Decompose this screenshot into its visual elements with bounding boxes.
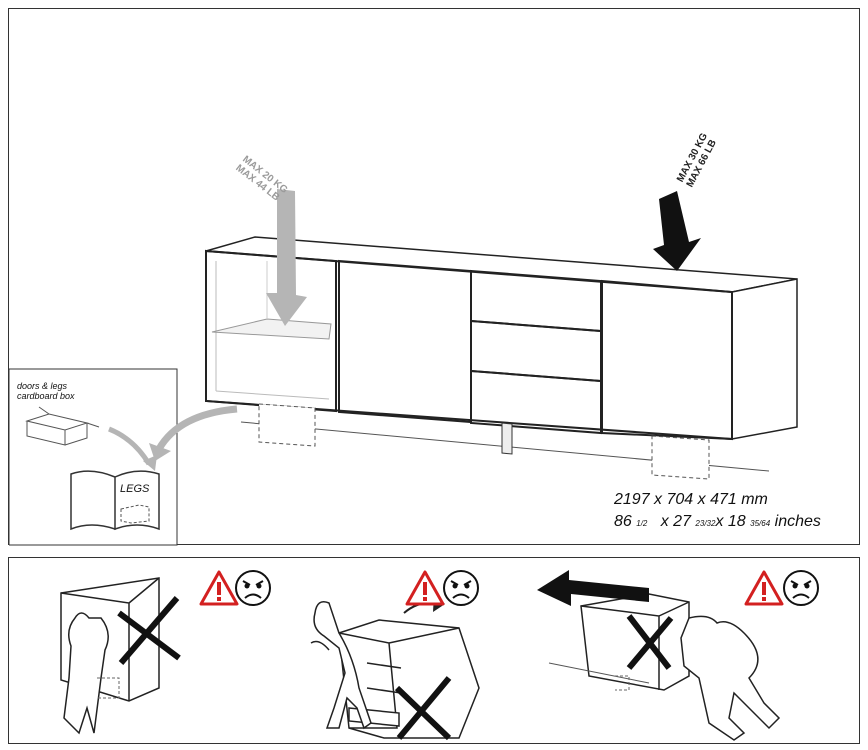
warning-triangle-icon — [199, 570, 239, 606]
box-label: doors & legs cardboard box — [17, 381, 75, 401]
angry-face-icon — [443, 570, 479, 606]
door-panel-right — [601, 279, 733, 441]
dimensions-mm: 2197 x 704 x 471 mm — [614, 491, 768, 508]
load-arrow-right-icon — [653, 191, 701, 271]
warning-scene-2 — [310, 570, 480, 741]
cardboard-box-icon — [25, 406, 100, 446]
legs-label: LEGS — [120, 483, 150, 495]
dimensions-inches: 86 1/2 x 27 23/32x 18 35/64 inches — [614, 513, 821, 530]
leg-left — [258, 403, 316, 447]
leg-middle — [501, 422, 513, 455]
angry-face-icon — [783, 570, 819, 606]
warning-triangle-icon — [744, 570, 784, 606]
load-arrow-left-icon — [266, 189, 307, 326]
assembly-overview-panel: MAX 20 KG MAX 44 LB MAX 30 KG MAX 66 LB … — [8, 8, 860, 546]
warning-scene-3 — [537, 570, 819, 741]
manual-book-icon — [70, 470, 160, 531]
angry-face-icon — [235, 570, 271, 606]
warning-triangle-icon — [405, 570, 445, 606]
sideboard-illustration — [9, 189, 798, 546]
push-arrow-icon — [537, 570, 649, 606]
warning-scene-1 — [60, 570, 271, 735]
leg-right — [651, 435, 710, 480]
safety-warnings-panel — [8, 557, 860, 744]
sideboard-side — [731, 278, 798, 440]
warning-illustrations — [60, 570, 819, 741]
